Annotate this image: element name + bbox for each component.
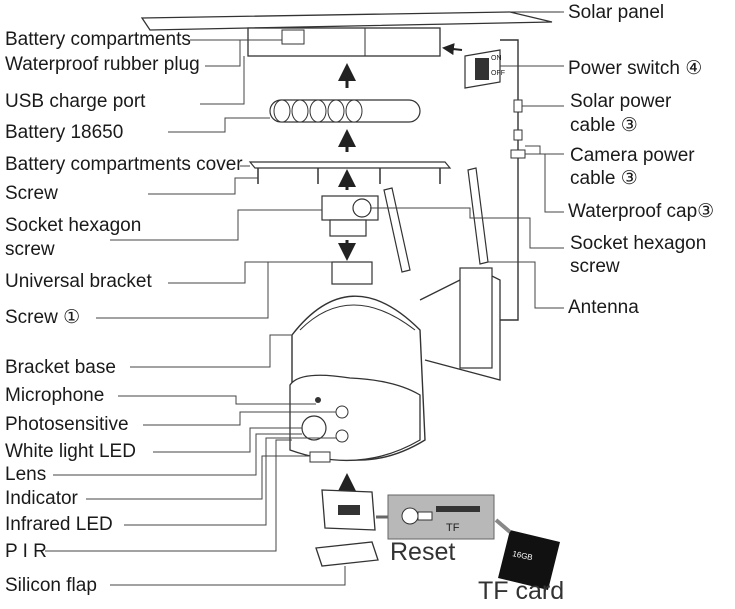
silicon-flap bbox=[315, 541, 379, 567]
tf-card-graphic: 16GB bbox=[494, 518, 560, 590]
label-solar-power-2: cable ③ bbox=[570, 115, 638, 136]
label-camera-power-2: cable ③ bbox=[570, 168, 638, 189]
label-socket-hexagon-2: screw bbox=[5, 239, 55, 260]
label-universal-bracket: Universal bracket bbox=[5, 271, 152, 292]
label-waterproof-cap: Waterproof cap③ bbox=[568, 201, 715, 222]
label-microphone: Microphone bbox=[5, 385, 105, 406]
universal-bracket-head bbox=[321, 195, 379, 237]
tf-slot-text: TF bbox=[446, 522, 460, 534]
label-solar-panel: Solar panel bbox=[568, 2, 665, 23]
reset-tf-inset: TF bbox=[376, 494, 495, 540]
label-socket-hexagon-r2: screw bbox=[570, 256, 620, 277]
label-socket-hexagon-1: Socket hexagon bbox=[5, 215, 142, 236]
label-lens: Lens bbox=[5, 464, 47, 485]
label-bracket-base: Bracket base bbox=[5, 357, 116, 378]
svg-text:16GB: 16GB bbox=[512, 549, 534, 562]
label-white-light-led: White light LED bbox=[5, 441, 136, 462]
label-battery-18650: Battery 18650 bbox=[5, 122, 124, 143]
label-silicon-flap: Silicon flap bbox=[5, 575, 97, 596]
leader-lines-left bbox=[45, 39, 346, 586]
switch-off-text: OFF bbox=[491, 70, 505, 77]
label-waterproof-rubber-plug: Waterproof rubber plug bbox=[5, 54, 200, 75]
label-battery-compartments: Battery compartments bbox=[5, 29, 191, 50]
label-usb-charge-port: USB charge port bbox=[5, 91, 146, 112]
power-switch: ON OFF bbox=[464, 49, 505, 89]
label-screw: Screw bbox=[5, 183, 58, 204]
label-camera-power-1: Camera power bbox=[570, 145, 695, 166]
label-reset: Reset bbox=[390, 538, 456, 566]
leader-lines-right bbox=[370, 11, 564, 309]
label-antenna: Antenna bbox=[568, 297, 639, 318]
label-photosensitive: Photosensitive bbox=[5, 414, 129, 435]
label-infrared-led: Infrared LED bbox=[5, 514, 113, 535]
label-solar-power-1: Solar power bbox=[570, 91, 672, 112]
label-indicator: Indicator bbox=[5, 488, 78, 509]
solar-panel bbox=[140, 11, 560, 31]
switch-on-text: ON bbox=[491, 55, 502, 62]
battery-cover bbox=[248, 161, 452, 184]
battery-compartment-box bbox=[247, 27, 441, 57]
battery-18650-pack bbox=[269, 99, 421, 123]
camera-dome bbox=[289, 374, 421, 463]
antenna-right bbox=[467, 167, 489, 265]
antenna-left bbox=[383, 187, 411, 273]
power-cable bbox=[500, 39, 526, 321]
label-screw-1: Screw ① bbox=[5, 307, 81, 328]
assembly-arrows bbox=[338, 43, 463, 491]
label-power-switch: Power switch ④ bbox=[568, 58, 703, 79]
universal-bracket bbox=[331, 261, 373, 285]
sd-slot-piece bbox=[321, 489, 376, 531]
label-tf-card: TF card bbox=[478, 577, 565, 605]
label-socket-hexagon-r1: Socket hexagon bbox=[570, 233, 707, 254]
label-battery-compartments-cover: Battery compartments cover bbox=[5, 154, 243, 175]
label-pir: P I R bbox=[5, 541, 47, 562]
